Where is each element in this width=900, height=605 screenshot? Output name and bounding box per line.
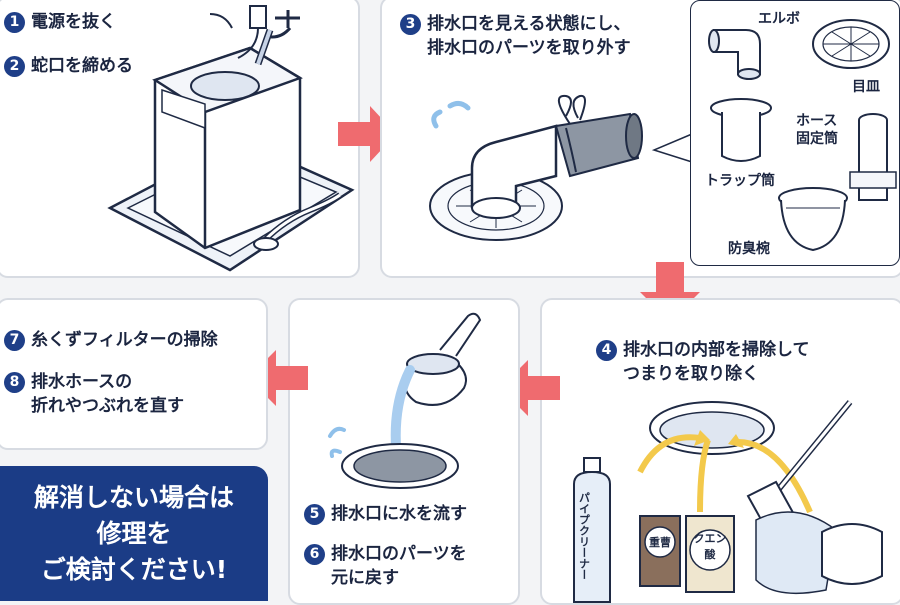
step-text: 排水口を見える状態にし、 排水口のパーツを取り外す: [427, 14, 631, 58]
step-text: 排水口の内部を掃除して つまりを取り除く: [623, 340, 810, 384]
washing-machine-illustration: [107, 5, 355, 272]
step-text: 排水ホースの 折れやつぶれを直す: [31, 372, 184, 416]
part-label-trap: トラップ筒: [705, 173, 775, 189]
step-text: 蛇口を締める: [31, 56, 133, 76]
repair-note-banner: 解消しない場合は 修理を ご検討ください!: [0, 466, 268, 601]
callout-pointer: [651, 133, 693, 163]
pipe-cleaner-label: パイプクリーナー: [578, 492, 591, 580]
step-7: 7 糸くずフィルターの掃除: [4, 328, 218, 352]
step-2: 2 蛇口を締める: [4, 54, 133, 78]
odor-cup-part-icon: [778, 187, 848, 252]
trap-part-icon: [710, 98, 772, 162]
step-text: 電源を抜く: [31, 12, 116, 32]
step-number: 7: [4, 330, 25, 351]
step-number: 3: [400, 14, 421, 35]
baking-soda-label: 重曹: [649, 535, 671, 549]
step-text: 排水口に水を流す: [331, 504, 467, 524]
part-label-plate: 目皿: [852, 79, 880, 95]
step-8: 8 排水ホースの 折れやつぶれを直す: [4, 370, 184, 418]
step-3: 3 排水口を見える状態にし、 排水口のパーツを取り外す: [400, 12, 631, 60]
step-number: 6: [304, 544, 325, 565]
citric-acid-label-2: 酸: [705, 547, 717, 561]
step-number: 1: [4, 12, 25, 33]
step-number: 4: [596, 340, 617, 361]
step-4: 4 排水口の内部を掃除して つまりを取り除く: [596, 338, 810, 386]
plate-part-icon: [812, 19, 890, 69]
water-pour-illustration: [328, 312, 482, 489]
step-text: 排水口のパーツを 元に戻す: [331, 544, 467, 588]
citric-acid-label-1: クエン: [694, 532, 727, 545]
hose-tube-part-icon: [849, 113, 897, 201]
part-label-elbow: エルボ: [758, 11, 800, 27]
part-label-hose-tube: ホース 固定筒: [796, 113, 838, 147]
step-number: 8: [4, 372, 25, 393]
part-label-odor-cup: 防臭椀: [728, 241, 770, 257]
step-number: 5: [304, 504, 325, 525]
drain-elbow-illustration: [429, 94, 643, 241]
step-6: 6 排水口のパーツを 元に戻す: [304, 542, 467, 590]
step-number: 2: [4, 56, 25, 77]
step-5: 5 排水口に水を流す: [304, 502, 467, 526]
cleaning-illustration: パイプクリーナー 重曹 クエン 酸: [573, 400, 883, 603]
panel-step-7-8: [0, 298, 268, 450]
step-1: 1 電源を抜く: [4, 10, 116, 34]
step-text: 糸くずフィルターの掃除: [31, 330, 218, 350]
elbow-part-icon: [708, 29, 761, 80]
